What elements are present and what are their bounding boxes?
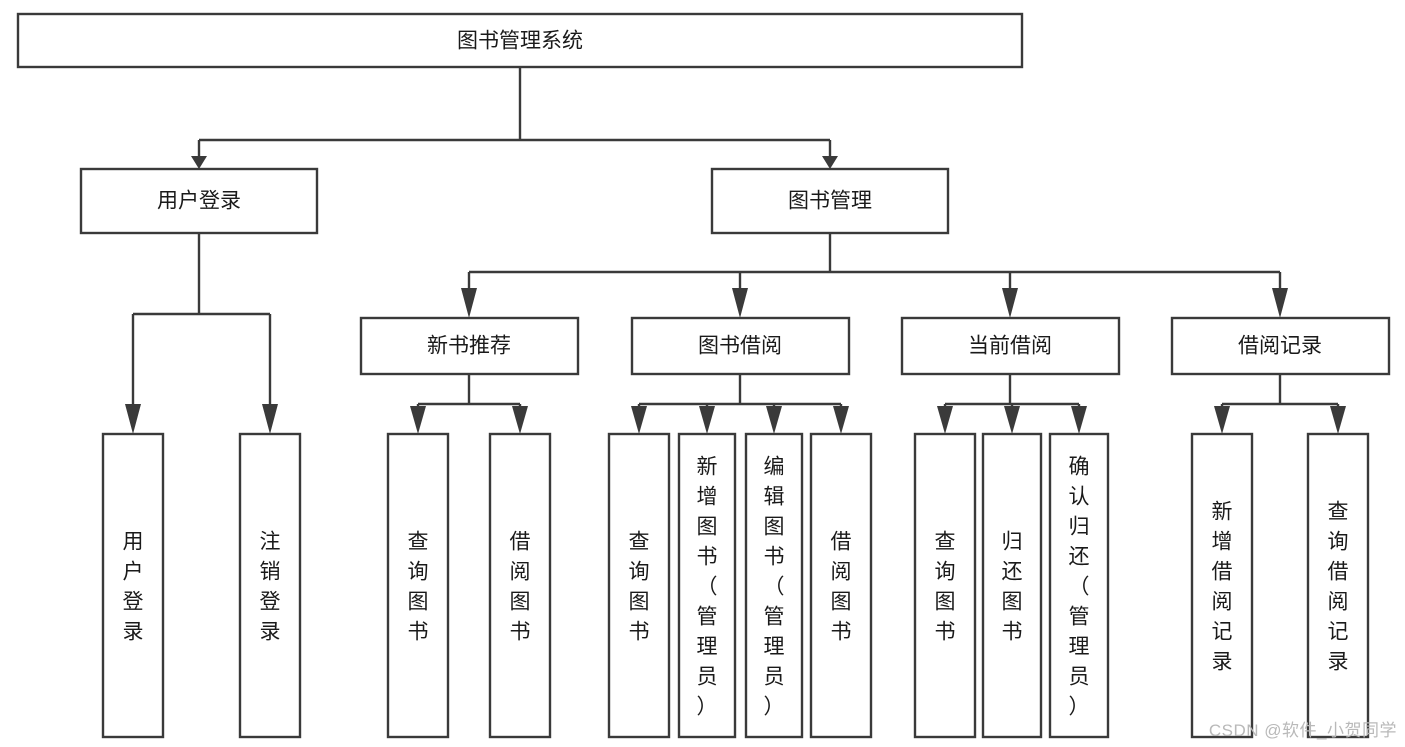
node-borrow-record-box	[1170, 316, 1391, 376]
leaf-user-login-2-box	[238, 432, 302, 739]
leaf-user-login-1-label: 用户登录	[123, 530, 144, 643]
leaf-node[interactable]: 注销登录	[238, 432, 302, 739]
arrowhead-leaf-new-book-2	[512, 406, 528, 434]
node-user-login-box	[79, 167, 319, 235]
arrowhead-user-login	[191, 156, 207, 169]
leaf-node[interactable]: 新增图书（管理员）	[677, 432, 737, 739]
leaf-node[interactable]: 查询图书	[913, 432, 977, 739]
leaf-current-borrow-2-label: 归还图书	[1002, 530, 1023, 643]
node-current-borrow[interactable]: 当前借阅	[900, 316, 1121, 376]
leaf-node[interactable]: 编辑图书（管理员）	[744, 432, 804, 739]
leaf-node[interactable]: 新增借阅记录	[1190, 432, 1254, 739]
arrowhead-leaf-borrow-record-1	[1214, 406, 1230, 434]
node-current-borrow-box	[900, 316, 1121, 376]
leaf-node[interactable]: 借阅图书	[488, 432, 552, 739]
leaf-node[interactable]: 用户登录	[101, 432, 165, 739]
leaf-book-borrow-4-box	[809, 432, 873, 739]
arrowhead-book-mgmt	[822, 156, 838, 169]
arrowhead-leaf-book-borrow-1	[631, 406, 647, 434]
leaf-node[interactable]: 查询借阅记录	[1306, 432, 1370, 739]
arrowhead-leaf-current-borrow-3	[1071, 406, 1087, 434]
leaf-user-login-1-box	[101, 432, 165, 739]
leaf-book-borrow-2-box	[677, 432, 737, 739]
leaf-borrow-record-1-box	[1190, 432, 1254, 739]
arrowhead-new-book	[461, 288, 477, 318]
leaf-new-book-2-label: 借阅图书	[510, 530, 531, 643]
node-new-book-recommend[interactable]: 新书推荐	[359, 316, 580, 376]
leaf-node[interactable]: 归还图书	[981, 432, 1043, 739]
leaf-book-borrow-3-label: 编辑图书（管理员）	[764, 455, 785, 718]
node-book-borrow-label: 图书借阅	[698, 335, 782, 358]
connector-layer	[125, 67, 1346, 434]
arrowhead-leaf-book-borrow-2	[699, 406, 715, 434]
node-book-management-box	[710, 167, 950, 235]
node-root-system-box	[16, 12, 1024, 69]
leaf-borrow-record-2-box	[1306, 432, 1370, 739]
node-book-management-label: 图书管理	[788, 190, 872, 213]
leaf-node[interactable]: 查询图书	[386, 432, 450, 739]
arrowhead-leaf-user-login-1	[125, 404, 141, 434]
leaf-new-book-1-label: 查询图书	[408, 530, 429, 643]
leaf-book-borrow-1-label: 查询图书	[629, 530, 650, 643]
leaf-current-borrow-1-label: 查询图书	[935, 530, 956, 643]
arrowhead-leaf-current-borrow-1	[937, 406, 953, 434]
leaf-current-borrow-3-box	[1048, 432, 1110, 739]
node-new-book-recommend-box	[359, 316, 580, 376]
node-borrow-record-label: 借阅记录	[1238, 335, 1322, 358]
node-book-borrow[interactable]: 图书借阅	[630, 316, 851, 376]
leaf-node[interactable]: 借阅图书	[809, 432, 873, 739]
arrowhead-leaf-user-login-2	[262, 404, 278, 434]
node-book-management[interactable]: 图书管理	[710, 167, 950, 235]
arrowhead-leaf-new-book-1	[410, 406, 426, 434]
node-new-book-recommend-label: 新书推荐	[427, 335, 511, 358]
leaf-current-borrow-1-box	[913, 432, 977, 739]
leaf-book-borrow-2-label: 新增图书（管理员）	[697, 455, 718, 718]
node-root-system-label: 图书管理系统	[457, 30, 583, 53]
leaf-book-borrow-4-label: 借阅图书	[831, 530, 852, 643]
leaf-current-borrow-3-label: 确认归还（管理员）	[1069, 455, 1090, 718]
arrowhead-book-borrow	[732, 288, 748, 318]
leaf-borrow-record-2-label: 查询借阅记录	[1328, 500, 1349, 673]
leaf-new-book-2-box	[488, 432, 552, 739]
arrowhead-current-borrow	[1002, 288, 1018, 318]
leaf-user-login-2-label: 注销登录	[260, 530, 281, 643]
leaf-current-borrow-2-box	[981, 432, 1043, 739]
node-user-login[interactable]: 用户登录	[79, 167, 319, 235]
arrowhead-borrow-record	[1272, 288, 1288, 318]
node-current-borrow-label: 当前借阅	[968, 335, 1052, 358]
node-root-system[interactable]: 图书管理系统	[16, 12, 1024, 69]
arrowhead-leaf-borrow-record-2	[1330, 406, 1346, 434]
arrowhead-leaf-book-borrow-3	[766, 406, 782, 434]
leaf-node[interactable]: 确认归还（管理员）	[1048, 432, 1110, 739]
node-user-login-label: 用户登录	[157, 190, 241, 213]
leaf-borrow-record-1-label: 新增借阅记录	[1212, 500, 1233, 673]
leaf-book-borrow-3-box	[744, 432, 804, 739]
leaf-book-borrow-1-box	[607, 432, 671, 739]
leaf-new-book-1-box	[386, 432, 450, 739]
arrowhead-leaf-current-borrow-2	[1004, 406, 1020, 434]
csdn-watermark: CSDN @软件_小贺同学	[1208, 721, 1397, 740]
node-book-borrow-box	[630, 316, 851, 376]
arrowhead-leaf-book-borrow-4	[833, 406, 849, 434]
node-borrow-record[interactable]: 借阅记录	[1170, 316, 1391, 376]
leaf-node[interactable]: 查询图书	[607, 432, 671, 739]
